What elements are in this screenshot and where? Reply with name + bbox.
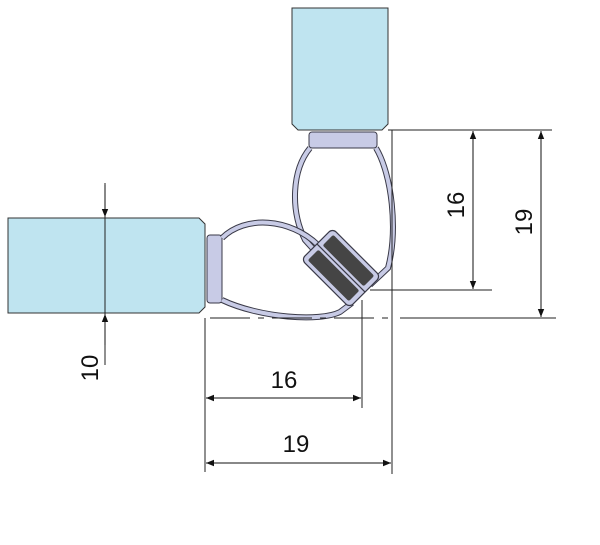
- extension-lines: [204, 129, 556, 474]
- dim-vertical-inner-label: 16: [443, 192, 470, 219]
- dim-vertical-outer-label: 19: [511, 209, 538, 236]
- magnet-strips: [302, 229, 380, 307]
- top-glass-panel: [291, 7, 389, 131]
- left-seal: [206, 219, 354, 321]
- dim-horizontal-outer-label: 19: [283, 431, 310, 458]
- dim-horizontal-inner-label: 16: [271, 367, 298, 394]
- left-glass-panel: [7, 217, 206, 314]
- magnet-right: [323, 235, 374, 286]
- magnet-left: [308, 250, 359, 301]
- dim-glass-thickness-label: 10: [77, 355, 104, 382]
